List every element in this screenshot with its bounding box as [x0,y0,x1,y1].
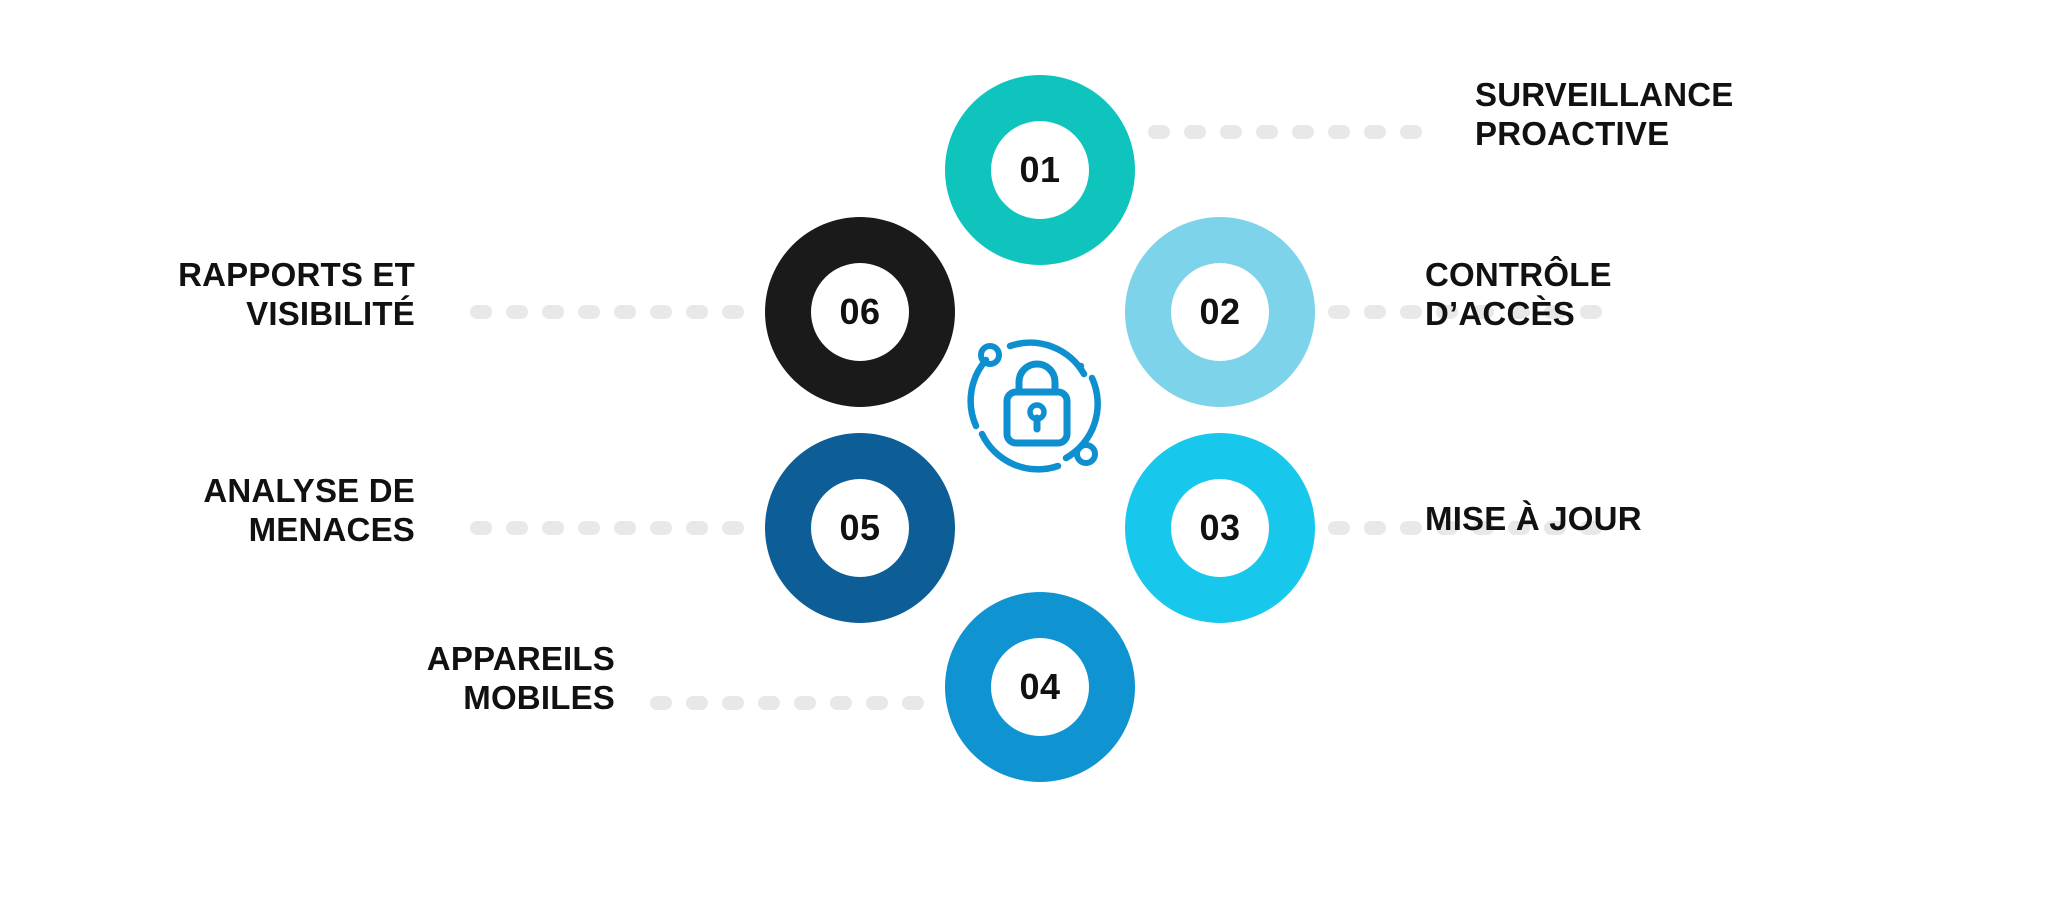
step-circle-06-inner: 06 [811,263,909,361]
step-label-01: SURVEILLANCE PROACTIVE [1475,76,1734,152]
step-number-04: 04 [1019,666,1061,707]
step-label-03: MISE À JOUR [1425,500,1642,537]
connector-line-05 [470,521,745,535]
step-circle-01-inner: 01 [991,121,1089,219]
connector-line-03 [1328,521,1603,535]
step-circle-01[interactable]: 01 [945,75,1135,265]
step-label-04: APPAREILS MOBILES [426,640,615,716]
step-label-02: CONTRÔLE D’ACCÈS [1425,256,1612,332]
connector-line-06 [470,305,745,319]
step-circle-06[interactable]: 06 [765,217,955,407]
step-circle-03[interactable]: 03 [1125,433,1315,623]
step-number-05: 05 [839,507,881,548]
step-number-06: 06 [839,291,881,332]
step-number-02: 02 [1199,291,1241,332]
step-label-05: ANALYSE DE MENACES [203,472,415,548]
connector-line-01 [1148,125,1423,139]
step-number-01: 01 [1019,149,1061,190]
step-circle-04-inner: 04 [991,638,1089,736]
secure-lock-network-icon [962,330,1112,480]
step-number-03: 03 [1199,507,1241,548]
connector-line-04 [650,696,925,710]
step-circle-05-inner: 05 [811,479,909,577]
step-label-06: RAPPORTS ET VISIBILITÉ [178,256,415,332]
step-circle-04[interactable]: 04 [945,592,1135,782]
connector-line-02 [1328,305,1603,319]
step-circle-05[interactable]: 05 [765,433,955,623]
step-circle-02-inner: 02 [1171,263,1269,361]
step-circle-02[interactable]: 02 [1125,217,1315,407]
step-circle-03-inner: 03 [1171,479,1269,577]
